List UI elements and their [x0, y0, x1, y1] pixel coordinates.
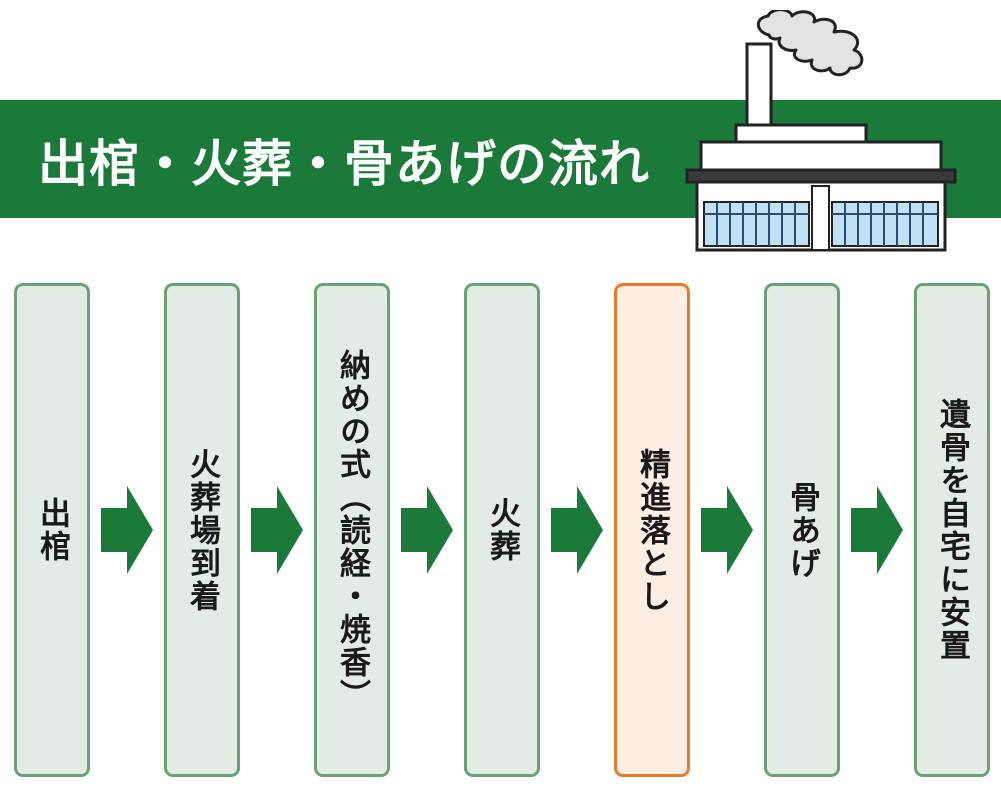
step-label: 骨あげ — [784, 480, 820, 580]
page-title: 出棺・火葬・骨あげの流れ — [38, 135, 650, 193]
crematorium-building-icon — [685, 10, 957, 252]
arrow-right-icon — [551, 486, 603, 574]
step-box-arrival: 火葬場到着 — [164, 283, 240, 777]
step-label: 出棺 — [34, 497, 70, 563]
step-label: 遺骨を自宅に安置 — [934, 398, 970, 662]
arrow-right-icon — [101, 486, 153, 574]
step-label: 精進落とし — [634, 447, 670, 613]
step-box-cremation: 火葬 — [464, 283, 540, 777]
step-box-memorial-meal: 精進落とし — [614, 283, 690, 777]
step-box-farewell-ceremony: 納めの式（読経・焼香） — [314, 283, 390, 777]
step-label: 火葬 — [484, 497, 520, 563]
step-box-bone-gathering: 骨あげ — [764, 283, 840, 777]
arrow-right-icon — [701, 486, 753, 574]
step-label: 納めの式（読経・焼香） — [334, 348, 370, 712]
arrow-right-icon — [401, 486, 453, 574]
arrow-right-icon — [251, 486, 303, 574]
step-box-enshrine-at-home: 遺骨を自宅に安置 — [914, 283, 990, 777]
step-label: 火葬場到着 — [184, 447, 220, 613]
step-box-departure: 出棺 — [14, 283, 90, 777]
arrow-right-icon — [851, 486, 903, 574]
